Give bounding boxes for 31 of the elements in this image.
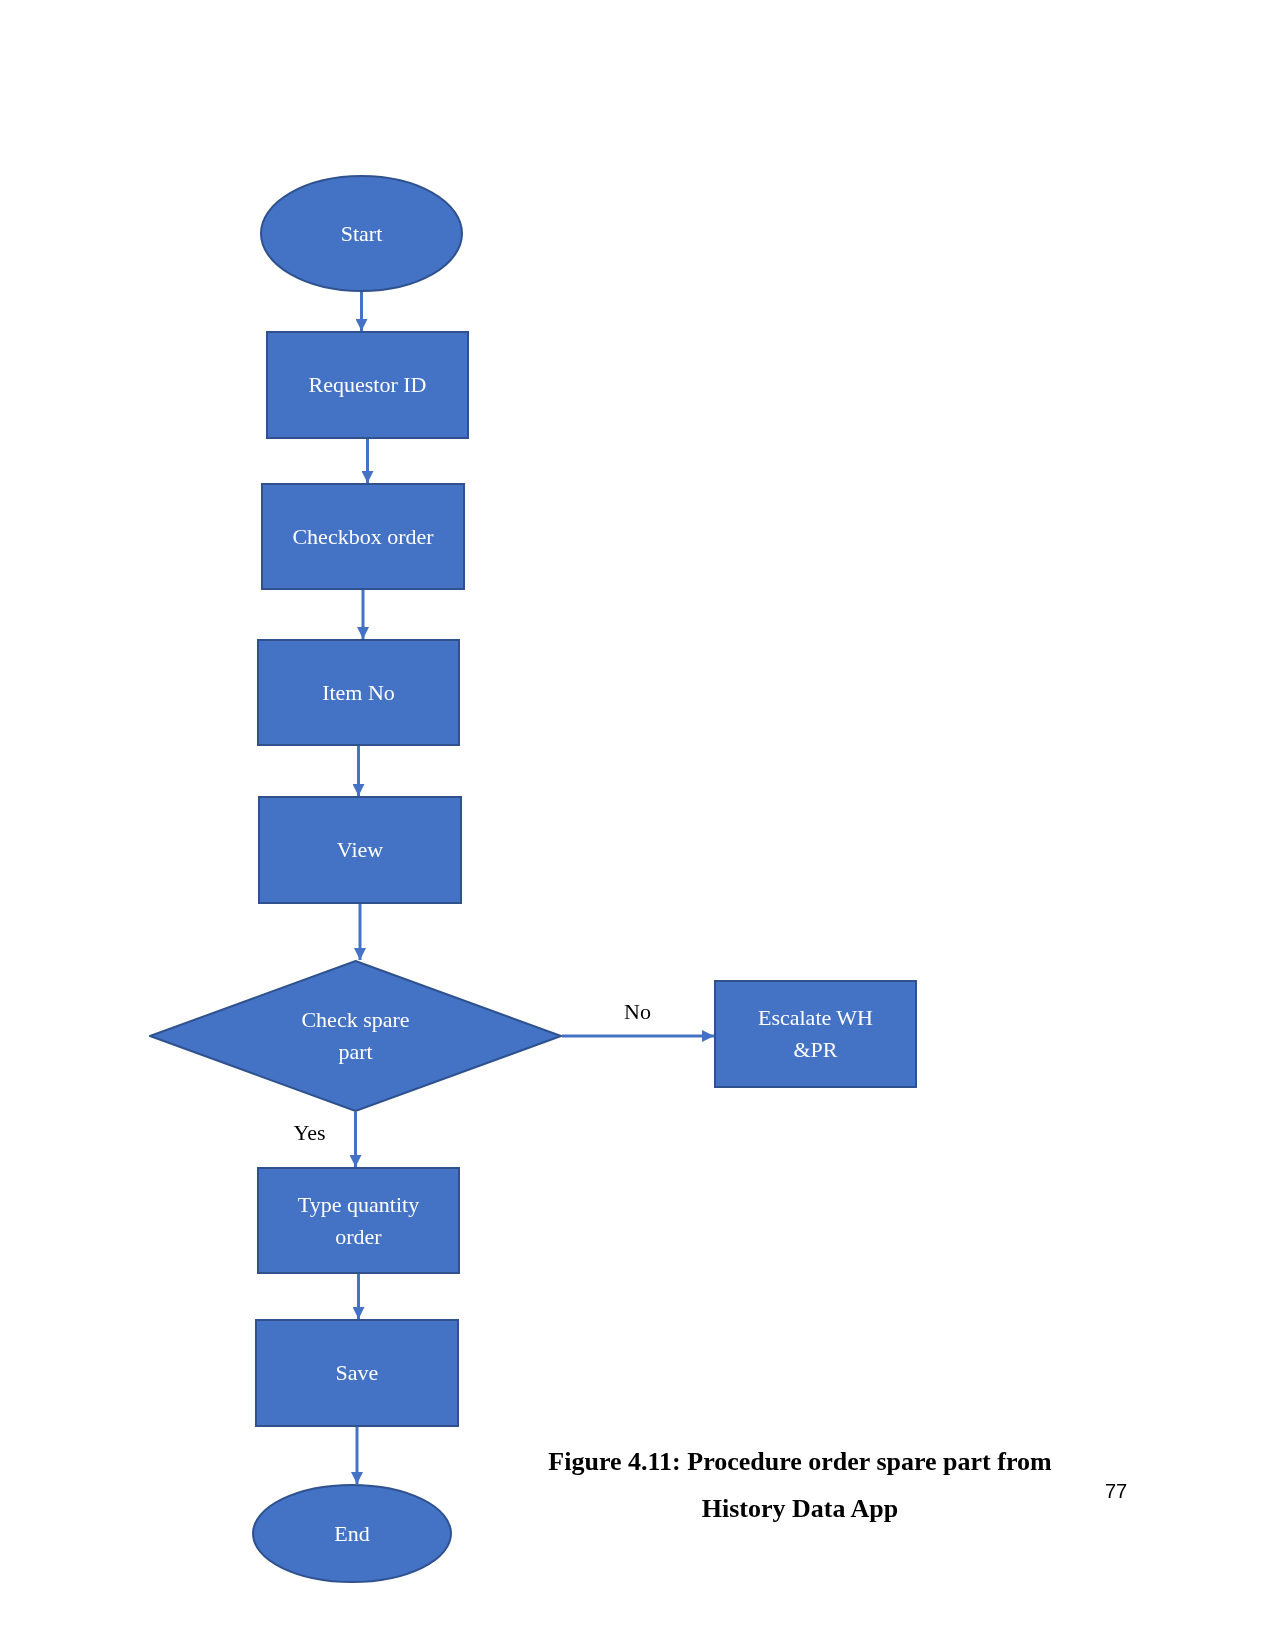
node-label: End <box>334 1519 370 1548</box>
arrow <box>361 439 374 483</box>
node-label: Start <box>340 219 383 248</box>
node-label: Escalate WH &PR <box>756 1004 874 1064</box>
arrow <box>355 292 368 331</box>
page-number: 77 <box>1105 1480 1128 1503</box>
node-label: Item No <box>322 678 395 707</box>
terminal-ellipse <box>252 1484 452 1583</box>
node-label: Requestor ID <box>308 371 427 400</box>
process-box <box>258 796 462 904</box>
node-label: Save <box>335 1359 379 1388</box>
arrow <box>352 746 365 796</box>
process-box <box>257 1167 460 1274</box>
node-label: Type quantity order <box>296 1190 421 1251</box>
process-box <box>261 483 465 590</box>
process-box <box>255 1319 459 1427</box>
process-box <box>714 980 917 1088</box>
arrow <box>354 904 366 960</box>
arrow <box>352 1274 365 1319</box>
node-label: View <box>336 836 384 865</box>
decision-diamond <box>149 960 562 1112</box>
terminal-ellipse <box>260 175 463 292</box>
figure-caption: Figure 4.11: Procedure order spare part from History Data App <box>547 1446 1053 1525</box>
arrow <box>562 1030 714 1042</box>
process-box <box>257 639 460 746</box>
arrow <box>349 1112 362 1167</box>
arrow <box>351 1427 363 1484</box>
process-box <box>266 331 469 439</box>
arrow <box>357 590 369 639</box>
node-label: Check spare part <box>300 1006 411 1066</box>
node-label: Checkbox order <box>292 522 434 551</box>
